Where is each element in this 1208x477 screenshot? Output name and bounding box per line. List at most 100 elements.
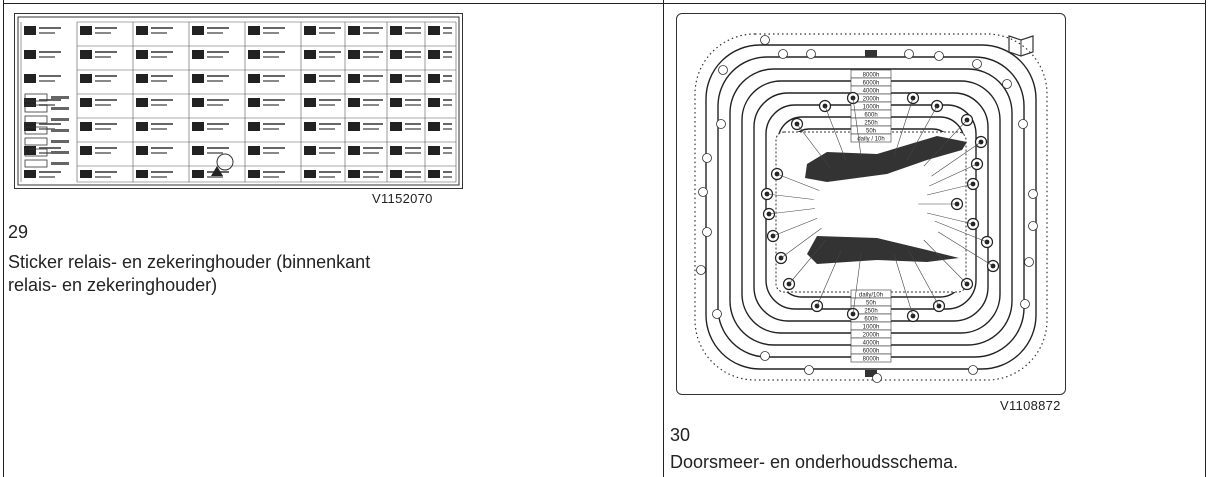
sticker-symbol-42: [348, 26, 360, 35]
sticker-symbol-17: [136, 98, 148, 107]
sticker-text-line-b-32: [263, 128, 279, 130]
sticker-text-line-b-57: [443, 56, 452, 58]
sticker-symbol-47: [348, 146, 360, 155]
sticker-fuse-label-3: [51, 129, 69, 132]
sticker-text-line-b-6: [39, 176, 55, 178]
lube-point-leader-23: [937, 231, 994, 267]
bottom-interval-label-0: daily/10h: [859, 293, 883, 299]
callout-marker-13: [968, 365, 978, 375]
top-interval-label-4: 1000h: [863, 105, 880, 111]
top-tab-icon: [865, 50, 877, 57]
sticker-text-line-a-9: [95, 75, 117, 77]
callout-marker-10: [1028, 221, 1038, 231]
callout-marker-3: [806, 49, 816, 59]
figure-30-number: 30: [670, 425, 691, 445]
top-rule-left: [3, 3, 663, 4]
sticker-text-line-a-46: [363, 123, 383, 125]
sticker-text-line-a-26: [207, 147, 229, 149]
sticker-symbol-14: [136, 26, 148, 35]
sticker-symbol-0: [24, 26, 36, 35]
callout-marker-2: [778, 49, 788, 59]
sticker-symbol-25: [192, 122, 204, 131]
sticker-text-line-a-16: [151, 75, 173, 77]
callout-marker-0: [718, 65, 728, 75]
sticker-symbol-28: [248, 26, 260, 35]
sticker-text-line-a-40: [319, 147, 341, 149]
column-divider: [663, 0, 664, 477]
callout-marker-4: [904, 49, 914, 59]
lube-point-leader-13: [768, 208, 815, 215]
sticker-symbol-45: [348, 98, 360, 107]
sticker-text-line-a-36: [319, 51, 341, 53]
interval-ring-0: [705, 44, 1037, 370]
sticker-symbol-16: [136, 74, 148, 83]
sticker-text-line-b-13: [95, 176, 111, 178]
sticker-text-line-a-52: [405, 99, 421, 101]
sticker-fuse-1: [24, 104, 48, 113]
sticker-text-line-b-17: [151, 104, 167, 106]
bottom-interval-label-7: 6000h: [863, 349, 880, 355]
figure-29-column: V1152070 29 Sticker relais- en zekeringh…: [8, 13, 463, 295]
sticker-text-line-b-33: [263, 152, 279, 154]
sticker-text-line-a-43: [363, 51, 383, 53]
sticker-symbol-37: [304, 74, 316, 83]
sticker-symbol-62: [428, 170, 440, 178]
sticker-text-line-a-0: [39, 27, 61, 29]
sticker-text-line-b-23: [207, 80, 223, 82]
callout-marker-21: [702, 153, 712, 163]
sticker-symbol-29: [248, 50, 260, 59]
sticker-text-line-a-39: [319, 123, 341, 125]
lube-point-leader-21: [923, 239, 968, 285]
lube-point-leader-11: [776, 173, 820, 191]
lube-point-leader-10: [927, 212, 974, 225]
sticker-text-line-b-8: [95, 56, 111, 58]
callout-marker-15: [804, 365, 814, 375]
sticker-symbol-11: [80, 122, 92, 131]
bottom-tab-icon: [865, 370, 877, 377]
figure-30-caption: Doorsmeer- en onderhoudsschema.: [670, 452, 959, 472]
lubrication-schedule-drawing: 8000h6000h4000h2000h1000h600h250h50hdail…: [694, 33, 1048, 383]
sticker-symbol-7: [80, 26, 92, 35]
callout-marker-1: [760, 35, 770, 45]
sticker-text-line-b-44: [363, 80, 379, 82]
sticker-fuse-4: [24, 137, 48, 146]
sticker-text-line-b-16: [151, 80, 167, 82]
callout-marker-9: [1028, 189, 1038, 199]
sticker-text-line-b-10: [95, 104, 111, 106]
sticker-text-line-a-61: [443, 147, 452, 149]
outer-dotted-ring: [694, 33, 1048, 381]
sticker-text-line-b-61: [443, 152, 452, 154]
sticker-symbol-8: [80, 50, 92, 59]
lube-point-leader-7: [929, 163, 978, 187]
sticker-symbol-27: [192, 170, 204, 178]
callout-marker-20: [698, 187, 708, 197]
top-interval-label-3: 2000h: [863, 97, 880, 103]
sticker-text-line-a-51: [405, 75, 421, 77]
sticker-symbol-50: [390, 50, 402, 59]
sticker-symbol-44: [348, 74, 360, 83]
sticker-round-marker: [216, 153, 234, 171]
sticker-text-line-b-60: [443, 128, 452, 130]
sticker-text-line-a-41: [319, 171, 341, 173]
sticker-text-line-b-7: [95, 32, 111, 34]
sticker-symbol-34: [248, 170, 260, 178]
sticker-symbol-21: [192, 26, 204, 35]
sticker-text-line-b-18: [151, 128, 167, 130]
sticker-symbol-18: [136, 122, 148, 131]
bottom-interval-label-3: 600h: [864, 317, 877, 323]
sticker-fuse-0: [24, 93, 48, 102]
sticker-text-line-b-47: [363, 152, 379, 154]
sticker-symbol-46: [348, 122, 360, 131]
sticker-text-line-b-24: [207, 104, 223, 106]
sticker-symbol-35: [304, 26, 316, 35]
sticker-text-line-a-57: [443, 51, 452, 53]
sticker-symbol-1: [24, 50, 36, 59]
sticker-text-line-a-47: [363, 147, 383, 149]
sticker-symbol-9: [80, 74, 92, 83]
lube-point-leader-5: [923, 119, 968, 167]
sticker-text-line-b-52: [405, 104, 421, 106]
lube-point-leader-19: [893, 254, 914, 317]
sticker-text-line-b-37: [319, 80, 335, 82]
sticker-text-line-a-38: [319, 99, 341, 101]
